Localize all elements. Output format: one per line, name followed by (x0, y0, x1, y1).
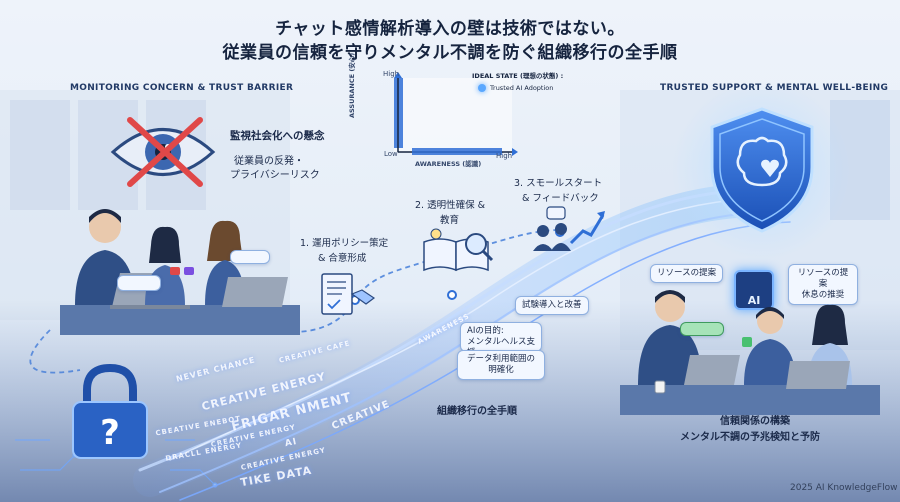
padlock-question-icon: ? (72, 363, 148, 459)
ideal-state-title: IDEAL STATE (理想の状態) : (472, 72, 564, 80)
step3-line-2: & フィードバック (522, 193, 599, 204)
chart-y-high: High (383, 70, 400, 78)
trial-label: 試験導入と改善 (515, 296, 589, 316)
callout-resource-right-line-1: リソースの提案 (797, 268, 849, 290)
concern-line-1: 従業員の反発・ (234, 156, 304, 167)
left-section-label: MONITORING CONCERN & TRUST BARRIER (70, 83, 294, 93)
chart-x-high: High (496, 152, 513, 160)
concern-line-2: プライバシーリスク (230, 170, 320, 181)
ideal-state-dot (478, 84, 486, 92)
ai-chip-label: AI (747, 294, 761, 307)
right-section-label: TRUSTED SUPPORT & MENTAL WELL-BEING (660, 83, 889, 93)
step1-line-2: & 合意形成 (318, 253, 367, 264)
worried-employees-illustration (60, 209, 300, 335)
step2-line-2: 教育 (440, 215, 460, 226)
ai-purpose-box: AIの目的: メンタルヘルス支援 (460, 322, 542, 358)
chart-y-label: ASSURANCE (安心) (348, 52, 356, 118)
data-scope-box: データ利用範囲の 明確化 (457, 350, 545, 380)
policy-handshake-icon (321, 273, 376, 315)
title-line-1: チャット感情解析導入の壁は技術ではない。 (275, 19, 625, 39)
ai-chip-icon: AI (734, 270, 774, 310)
callout-resource-left: リソースの提案 (650, 264, 724, 284)
callout-resource-right-line-2: 休息の推奨 (801, 290, 845, 301)
team-growth-icon (533, 206, 605, 251)
surveillance-eye-icon (110, 117, 216, 187)
chart-y-low: Low (384, 150, 398, 158)
org-transition-label: 組織移行の全手順 (437, 406, 517, 417)
result-line-2: メンタル不調の予兆検知と予防 (680, 432, 820, 443)
step3-line-1: 3. スモールスタート (514, 178, 603, 189)
data-scope-line-2: 明確化 (488, 365, 514, 376)
result-line-1: 信頼関係の構築 (720, 416, 790, 427)
chat-bubble-left-1 (117, 275, 161, 291)
callout-resource-right: リソースの提案 休息の推奨 (788, 264, 858, 306)
mini-awareness-assurance-chart (394, 72, 518, 156)
step1-line-1: 1. 運用ポリシー策定 (300, 238, 389, 249)
step2-line-1: 2. 透明性確保 & (415, 200, 486, 211)
data-scope-line-1: データ利用範囲の (466, 354, 535, 364)
footer-credit: 2025 AI KnowledgeFlow (790, 483, 898, 493)
supported-employees-illustration (620, 290, 880, 415)
concern-title: 監視社会化への懸念 (230, 130, 325, 142)
title-line-2: 従業員の信頼を守りメンタル不調を防ぐ組織移行の全手順 (222, 43, 678, 63)
book-magnifier-icon (423, 228, 494, 272)
heart-status-icon (742, 337, 752, 347)
ai-purpose-line-1: AIの目的: (467, 326, 504, 336)
chat-bubble-left-2 (230, 250, 270, 264)
chart-x-label: AWARENESS (認識) (415, 160, 482, 168)
svg-text:?: ? (100, 413, 120, 453)
trust-shield-icon (710, 107, 814, 233)
chat-bubble-right-1 (680, 322, 724, 336)
ideal-state-subtitle: Trusted AI Adoption (490, 84, 554, 92)
